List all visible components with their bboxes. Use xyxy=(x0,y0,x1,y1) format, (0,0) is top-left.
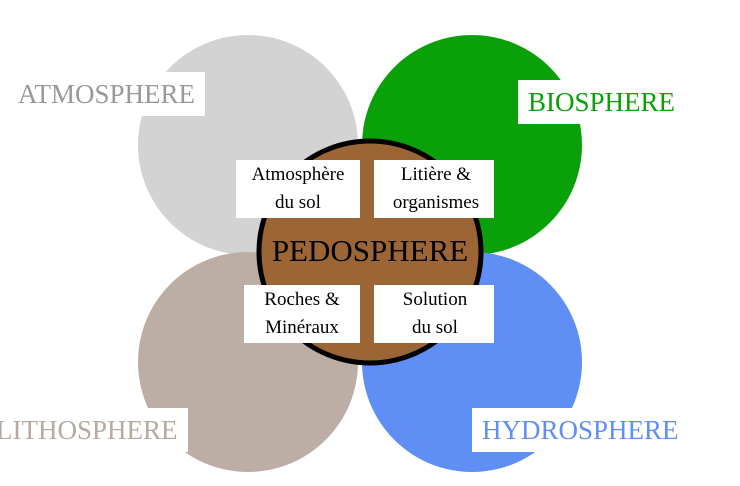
quadrant-label-top-left-line-1: Atmosphère xyxy=(251,164,345,185)
quadrant-label-bottom-right: Solution du sol xyxy=(374,286,496,342)
quadrant-label-top-left: Atmosphère du sol xyxy=(236,161,360,217)
quadrant-box-bottom-left xyxy=(244,285,360,343)
quadrant-box-top-left xyxy=(236,160,360,218)
quadrant-label-bottom-right-line-1: Solution xyxy=(402,289,468,310)
quadrant-label-top-right: Litière & organismes xyxy=(374,161,498,217)
atmosphere-label: ATMOSPHERE xyxy=(8,72,206,116)
quadrant-label-bottom-left-line-1: Roches & xyxy=(264,289,340,310)
quadrant-box-top-right xyxy=(374,160,494,218)
hydrosphere-label: HYDROSPHERE xyxy=(472,408,689,452)
quadrant-label-top-left-line-2: du sol xyxy=(275,192,321,213)
pedosphere-label: PEDOSPHERE xyxy=(271,233,469,268)
quadrant-label-top-right-line-2: organismes xyxy=(392,192,480,213)
quadrant-label-top-right-line-1: Litière & xyxy=(400,164,472,185)
quadrant-box-bottom-right xyxy=(374,285,494,343)
lithosphere-label: LITHOSPHERE xyxy=(0,408,188,452)
quadrant-label-bottom-left-line-2: Minéraux xyxy=(265,317,339,338)
biosphere-label: BIOSPHERE xyxy=(518,80,686,124)
quadrant-label-bottom-right-line-2: du sol xyxy=(412,317,458,338)
quadrant-label-bottom-left: Roches & Minéraux xyxy=(244,286,360,342)
